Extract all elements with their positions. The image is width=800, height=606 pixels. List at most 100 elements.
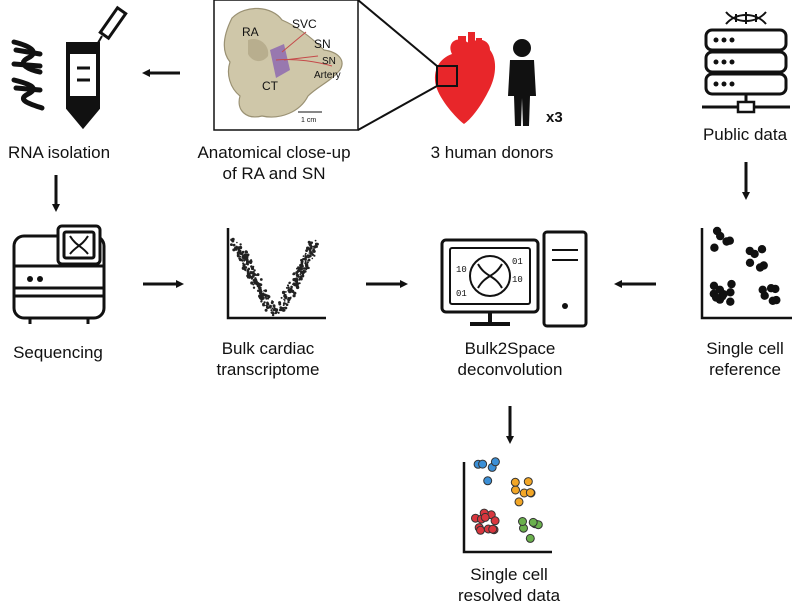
volcano-point: [282, 302, 286, 305]
volcano-point: [244, 257, 247, 260]
resolved-cell-point: [514, 497, 524, 507]
volcano-point: [253, 269, 256, 272]
volcano-point: [258, 294, 262, 298]
volcano-point: [250, 281, 254, 285]
resolved-cell-point: [490, 516, 500, 526]
volcano-point: [242, 262, 245, 265]
volcano-point: [238, 249, 242, 254]
volcano-point: [286, 284, 290, 287]
volcano-point: [257, 284, 261, 288]
volcano-point: [248, 260, 253, 264]
reference-cell-point: [715, 285, 725, 294]
label-donors: 3 human donors: [430, 143, 554, 162]
volcano-point: [307, 240, 311, 244]
volcano-point: [232, 244, 235, 247]
label-sc-ref-line2: reference: [709, 360, 781, 379]
volcano-point: [298, 282, 301, 285]
resolved-cell-point: [523, 477, 533, 487]
volcano-point: [283, 306, 286, 309]
anatomy-scale-label: 1 cm: [301, 117, 316, 124]
volcano-point: [292, 291, 296, 295]
label-sc-res-line1: Single cell: [470, 565, 548, 584]
volcano-point: [314, 239, 317, 242]
volcano-point: [302, 255, 305, 257]
volcano-point: [280, 296, 283, 299]
single-cell-resolved-scatter-icon: [462, 457, 552, 554]
volcano-point: [308, 249, 312, 253]
label-bulk-transcriptome: Bulk cardiac transcriptome: [200, 338, 336, 380]
volcano-point: [297, 266, 300, 269]
label-deconv-line2: deconvolution: [457, 360, 563, 379]
volcano-point: [260, 300, 263, 303]
reference-cell-point: [711, 293, 721, 302]
volcano-point: [268, 305, 272, 309]
anatomy-image: RA SVC SN SN Artery CT 1 cm: [213, 0, 359, 131]
volcano-point: [312, 253, 315, 256]
anatomy-ct-label: CT: [262, 79, 279, 93]
volcano-point: [243, 268, 246, 271]
label-anatomy-line2: of RA and SN: [222, 164, 326, 183]
reference-cell-point: [755, 263, 765, 272]
volcano-point: [281, 290, 286, 295]
server-database-icon: [702, 11, 790, 114]
volcano-point: [236, 253, 240, 256]
volcano-point: [296, 269, 300, 273]
volcano-point: [247, 273, 250, 276]
reference-cell-point: [757, 245, 767, 254]
screen-bits-left-2: 01: [456, 289, 467, 299]
volcano-point: [285, 291, 287, 293]
resolved-cell-point: [510, 477, 520, 487]
volcano-point: [271, 300, 273, 302]
volcano-point: [279, 306, 283, 309]
volcano-point: [273, 305, 276, 309]
person-icon: [508, 39, 536, 126]
reference-cell-point: [727, 279, 736, 289]
volcano-point: [247, 267, 251, 271]
reference-cell-point: [768, 296, 777, 305]
volcano-point: [313, 250, 316, 253]
volcano-point: [271, 307, 274, 310]
volcano-point: [281, 306, 285, 310]
sequencer-machine-icon: [12, 224, 106, 324]
volcano-point: [288, 281, 291, 285]
volcano-point: [231, 237, 235, 241]
volcano-point: [252, 286, 256, 289]
anatomy-sn-artery-label-2: Artery: [314, 70, 341, 81]
volcano-point: [270, 311, 273, 314]
label-sc-res-line2: resolved data: [457, 586, 561, 605]
volcano-point: [277, 311, 280, 314]
volcano-point: [307, 266, 310, 270]
volcano-point: [245, 258, 249, 262]
label-rna-isolation: RNA isolation: [7, 143, 111, 162]
volcano-point: [282, 304, 285, 307]
volcano-point: [283, 293, 286, 296]
volcano-point: [246, 255, 249, 258]
volcano-point: [246, 253, 250, 257]
screen-bits-right-1: 01: [512, 257, 523, 267]
volcano-point: [295, 271, 298, 274]
volcano-point: [256, 273, 260, 277]
label-deconv-line1: Bulk2Space: [464, 339, 556, 358]
reference-cell-point: [726, 288, 735, 297]
volcano-point: [236, 241, 238, 244]
volcano-point: [309, 246, 313, 250]
volcano-point: [242, 264, 245, 267]
computer-icon: 10 01 01 10: [440, 230, 588, 328]
volcano-point: [271, 313, 275, 317]
volcano-point: [295, 277, 298, 280]
volcano-point: [283, 298, 285, 301]
resolved-cell-point: [518, 517, 527, 526]
volcano-point: [251, 271, 255, 274]
volcano-point: [311, 257, 314, 260]
volcano-point: [244, 266, 248, 269]
volcano-point: [308, 254, 312, 258]
reference-cell-point: [716, 231, 725, 241]
volcano-point: [270, 309, 273, 312]
volcano-point: [287, 286, 290, 289]
resolved-cell-point: [528, 517, 538, 527]
resolved-cell-point: [488, 524, 498, 534]
single-cell-reference-scatter-icon: [700, 226, 792, 320]
volcano-point: [243, 259, 246, 262]
pipette-icon: [94, 5, 128, 49]
